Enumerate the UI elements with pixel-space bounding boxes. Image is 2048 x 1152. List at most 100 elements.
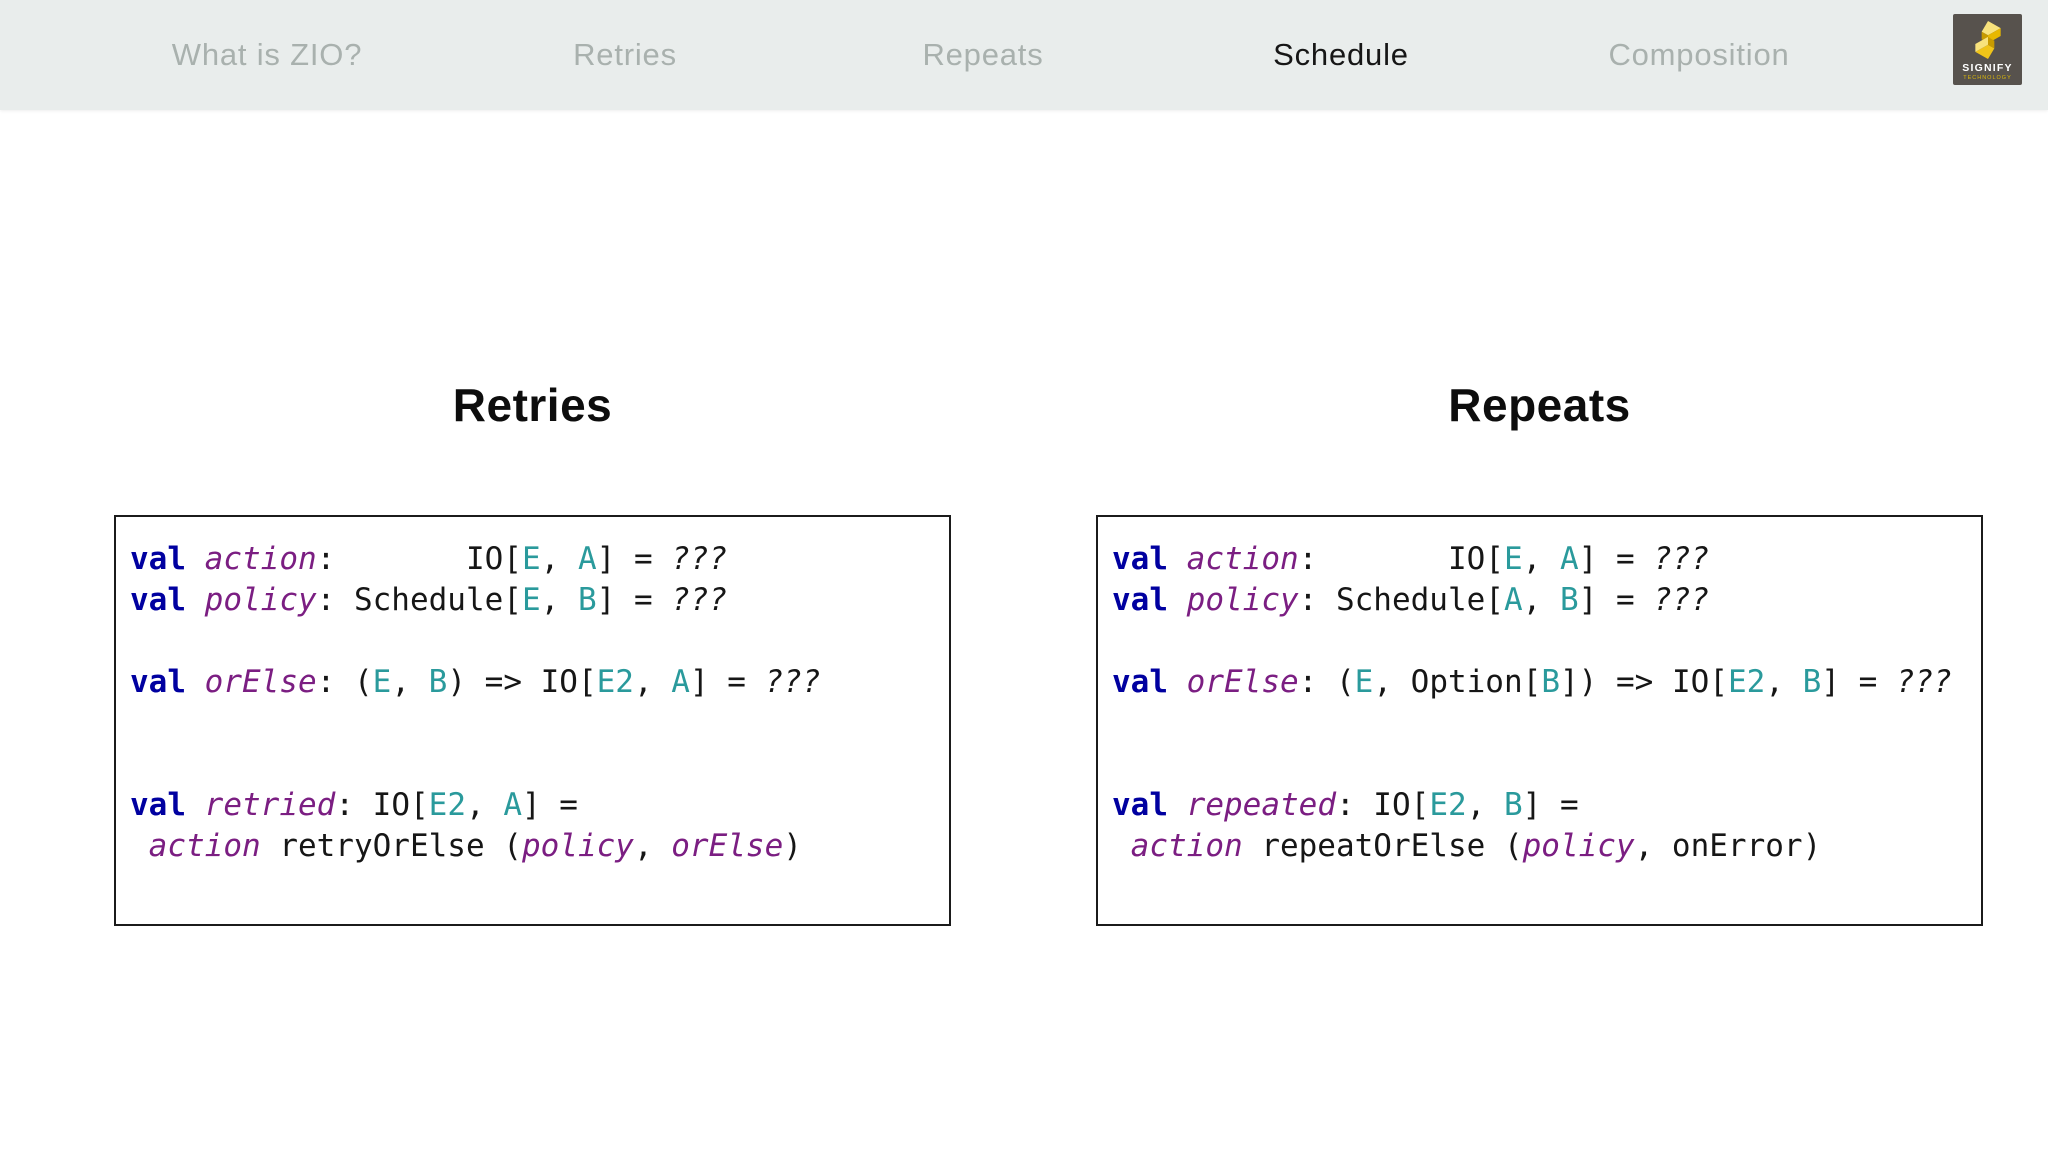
nav-items: What is ZIO? Retries Repeats Schedule Co… (88, 0, 1878, 110)
code-token-kw: val (130, 664, 186, 700)
code-token-id: retried (204, 787, 336, 823)
code-token-pl: , (1765, 664, 1803, 700)
signify-logo[interactable]: SIGNIFY TECHNOLOGY (1953, 14, 2022, 85)
code-token-ty: E2 (596, 664, 634, 700)
code-token-pl: ] = (689, 664, 765, 700)
code-token-pl: : IO[ (1298, 541, 1504, 577)
code-token-id: orElse (204, 664, 317, 700)
code-token-pl (186, 541, 205, 577)
code-line: val repeated: IO[E2, B] = (1112, 785, 1981, 826)
code-token-pl: ] = (1821, 664, 1896, 700)
repeats-heading: Repeats (1448, 379, 1631, 431)
code-token-id: orElse (1186, 664, 1299, 700)
code-token-ty: A (577, 541, 597, 577)
code-token-ty: E (521, 582, 541, 618)
code-token-pl: , (540, 541, 578, 577)
nav-item-composition[interactable]: Composition (1608, 37, 1790, 72)
code-token-pl (1168, 787, 1187, 823)
code-token-pl: ] = (1578, 582, 1654, 618)
code-token-ty: B (1541, 664, 1560, 700)
code-line: val policy: Schedule[E, B] = ??? (130, 580, 949, 621)
code-token-kw: val (1112, 664, 1168, 700)
code-token-kw: val (1112, 541, 1168, 577)
code-line: action repeatOrElse (policy, onError) (1112, 826, 1981, 867)
code-token-pl: ] = (596, 582, 672, 618)
repeats-code: val action: IO[E, A] = ???val policy: Sc… (1098, 517, 1981, 867)
code-token-pl: ) => IO[ (447, 664, 597, 700)
code-line (130, 744, 949, 785)
code-token-pl: , (540, 582, 578, 618)
code-line (1112, 744, 1981, 785)
code-token-pl: , (1522, 541, 1560, 577)
code-token-id: repeated (1186, 787, 1336, 823)
code-token-pl: : Schedule[ (1298, 582, 1504, 618)
code-token-pl: ] = (1578, 541, 1654, 577)
code-token-pl (186, 582, 205, 618)
code-token-pl: : ( (316, 664, 373, 700)
code-token-q: ??? (1653, 582, 1710, 618)
code-token-pl: , (1466, 787, 1504, 823)
retries-heading: Retries (452, 379, 613, 431)
nav-item-repeats[interactable]: Repeats (922, 37, 1044, 72)
code-token-ty: E2 (1727, 664, 1766, 700)
code-token-kw: val (1112, 582, 1168, 618)
code-token-pl: , (1522, 582, 1560, 618)
code-token-ty: E2 (428, 787, 466, 823)
code-line: val retried: IO[E2, A] = (130, 785, 949, 826)
code-token-id: policy (1186, 582, 1299, 618)
code-token-id: orElse (671, 828, 784, 864)
code-token-pl: : IO[ (335, 787, 429, 823)
code-token-pl (186, 787, 205, 823)
code-line (1112, 621, 1981, 662)
code-token-pl (1168, 582, 1187, 618)
code-token-ty: A (1559, 541, 1579, 577)
repeats-code-block: val action: IO[E, A] = ???val policy: Sc… (1096, 515, 1983, 926)
code-token-pl: retryOrElse ( (260, 828, 522, 864)
code-token-ty: A (671, 664, 690, 700)
code-line: action retryOrElse (policy, orElse) (130, 826, 949, 867)
logo-subtitle: TECHNOLOGY (1963, 74, 2012, 81)
code-token-kw: val (1112, 787, 1168, 823)
code-token-pl (130, 828, 149, 864)
code-token-pl: ] = (1522, 787, 1579, 823)
code-token-pl: : IO[ (316, 541, 522, 577)
signify-s-icon (1974, 20, 2001, 59)
code-line: val action: IO[E, A] = ??? (130, 539, 949, 580)
code-token-pl: : ( (1298, 664, 1355, 700)
code-token-pl: , (391, 664, 429, 700)
retries-code: val action: IO[E, A] = ???val policy: Sc… (116, 517, 949, 867)
code-token-ty: B (428, 664, 448, 700)
code-line: val orElse: (E, Option[B]) => IO[E2, B] … (1112, 662, 1981, 703)
code-line (130, 621, 949, 662)
code-token-ty: B (1559, 582, 1579, 618)
code-token-ty: E (1503, 541, 1523, 577)
code-token-pl: repeatOrElse ( (1242, 828, 1523, 864)
code-token-q: ??? (671, 541, 728, 577)
nav-item-retries[interactable]: Retries (573, 37, 677, 72)
code-line (130, 703, 949, 744)
code-token-id: action (1130, 828, 1243, 864)
code-token-ty: B (1503, 787, 1523, 823)
code-token-pl: : IO[ (1335, 787, 1430, 823)
code-token-ty: B (577, 582, 597, 618)
code-token-pl: ]) => IO[ (1559, 664, 1728, 700)
code-token-ty: E (1354, 664, 1374, 700)
code-token-q: ??? (1895, 664, 1952, 700)
code-token-kw: val (130, 541, 186, 577)
code-token-id: action (148, 828, 261, 864)
code-line: val action: IO[E, A] = ??? (1112, 539, 1981, 580)
code-token-pl (1168, 664, 1187, 700)
top-navbar: What is ZIO? Retries Repeats Schedule Co… (0, 0, 2048, 110)
code-token-pl: , (633, 828, 672, 864)
code-token-pl: , Option[ (1373, 664, 1542, 700)
code-line: val policy: Schedule[A, B] = ??? (1112, 580, 1981, 621)
code-token-ty: B (1802, 664, 1822, 700)
code-token-q: ??? (764, 664, 821, 700)
code-token-pl: , (465, 787, 504, 823)
code-token-ty: A (503, 787, 522, 823)
nav-item-schedule[interactable]: Schedule (1273, 37, 1409, 72)
code-token-q: ??? (1653, 541, 1710, 577)
nav-item-what-is-zio[interactable]: What is ZIO? (171, 37, 363, 72)
code-token-pl: ] = (521, 787, 578, 823)
code-line (1112, 703, 1981, 744)
